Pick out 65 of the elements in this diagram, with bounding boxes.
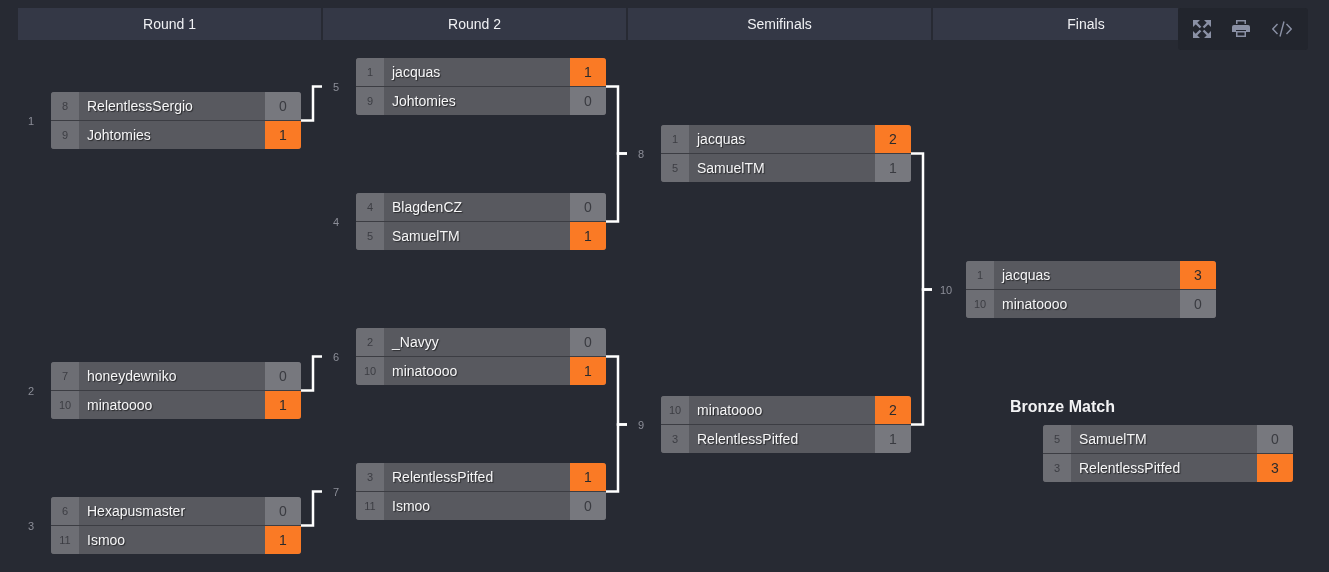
player-name: Ismoo [392, 498, 431, 514]
match-number: 4 [332, 215, 340, 228]
score-cell: 0 [570, 193, 606, 221]
player-name: minatoooo [1002, 296, 1068, 312]
player-name: RelentlessSergio [87, 98, 193, 114]
match-number: 1 [27, 114, 35, 127]
player-name: RelentlessPitfed [392, 469, 494, 485]
match-number: 3 [27, 519, 35, 532]
round-header: Finals [933, 8, 1178, 40]
winning-score-cell: 1 [570, 357, 606, 385]
player-name: Johtomies [392, 93, 456, 109]
score-cell: 0 [1257, 425, 1293, 453]
winning-score-cell: 1 [265, 391, 301, 419]
bracket-line [606, 152, 627, 223]
player-name: honeydewniko [87, 368, 177, 384]
player-name: SamuelTM [697, 160, 765, 176]
round-header: Round 2 [323, 8, 626, 40]
score-cell: 1 [875, 154, 911, 182]
player-name: SamuelTM [1079, 431, 1147, 447]
player-name: Johtomies [87, 127, 151, 143]
score-cell: 0 [570, 492, 606, 520]
score-cell: 1 [875, 425, 911, 453]
player-name: Hexapusmaster [87, 503, 186, 519]
bracket-line [301, 85, 322, 122]
player-name: jacquas [697, 131, 746, 147]
match-number: 9 [637, 418, 645, 431]
round-header: Round 1 [18, 8, 321, 40]
score-cell: 0 [265, 497, 301, 525]
score-cell: 0 [265, 362, 301, 390]
winning-score-cell: 1 [570, 222, 606, 250]
winning-score-cell: 2 [875, 396, 911, 424]
winning-score-cell: 1 [265, 526, 301, 554]
player-name: Ismoo [87, 532, 126, 548]
winning-score-cell: 3 [1180, 261, 1216, 289]
player-name: minatoooo [87, 397, 153, 413]
winning-score-cell: 2 [875, 125, 911, 153]
player-name: jacquas [1002, 267, 1051, 283]
match-heading: Bronze Match [1010, 397, 1115, 417]
match-number: 10 [939, 283, 953, 296]
player-name: RelentlessPitfed [697, 431, 799, 447]
bracket-line [911, 288, 932, 426]
winning-score-cell: 1 [570, 58, 606, 86]
player-name: BlagdenCZ [392, 199, 463, 215]
player-name: _Navyy [392, 334, 439, 350]
winning-score-cell: 1 [265, 121, 301, 149]
player-name: minatoooo [392, 363, 458, 379]
player-name: RelentlessPitfed [1079, 460, 1181, 476]
round-header: Semifinals [628, 8, 931, 40]
player-name: jacquas [392, 64, 441, 80]
match-number: 5 [332, 80, 340, 93]
match-number: 2 [27, 384, 35, 397]
bracket-line [606, 423, 627, 493]
winning-score-cell: 1 [570, 463, 606, 491]
player-name: minatoooo [697, 402, 763, 418]
match-number: 7 [332, 485, 340, 498]
winning-score-cell: 3 [1257, 454, 1293, 482]
match-number: 8 [637, 147, 645, 160]
score-cell: 0 [265, 92, 301, 120]
score-cell: 0 [570, 328, 606, 356]
bracket-line [301, 355, 322, 392]
bracket-line [301, 490, 322, 527]
player-name: SamuelTM [392, 228, 460, 244]
match-number: 6 [332, 350, 340, 363]
score-cell: 0 [1180, 290, 1216, 318]
score-cell: 0 [570, 87, 606, 115]
